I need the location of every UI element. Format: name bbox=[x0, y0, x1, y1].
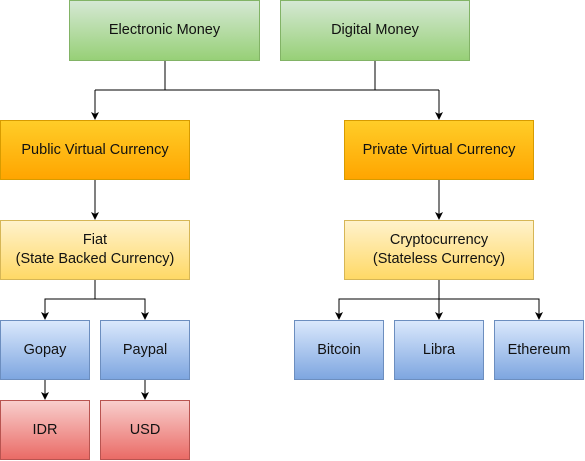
node-usd-label: USD bbox=[129, 421, 161, 438]
node-libra: Libra bbox=[394, 320, 484, 380]
node-ethereum: Ethereum bbox=[494, 320, 584, 380]
node-digital-money: Digital Money bbox=[280, 0, 470, 61]
node-gopay: Gopay bbox=[0, 320, 90, 380]
node-idr: IDR bbox=[0, 400, 90, 460]
node-ethereum-label: Ethereum bbox=[507, 341, 571, 358]
connector-fiat-bus bbox=[41, 280, 96, 320]
node-bitcoin: Bitcoin bbox=[294, 320, 384, 380]
node-fiat: Fiat (State Backed Currency) bbox=[0, 220, 190, 280]
node-electronic-money-label: Electronic Money bbox=[108, 22, 221, 38]
node-libra-label: Libra bbox=[422, 341, 456, 358]
node-cryptocurrency: Cryptocurrency (Stateless Currency) bbox=[344, 220, 534, 280]
node-gopay-label: Gopay bbox=[23, 341, 67, 358]
node-paypal: Paypal bbox=[100, 320, 190, 380]
node-digital-money-label: Digital Money bbox=[331, 22, 419, 38]
node-idr-label: IDR bbox=[32, 421, 58, 438]
node-cryptocurrency-subtitle: (Stateless Currency) bbox=[372, 251, 506, 267]
node-public-virtual-currency-label: Public Virtual Currency bbox=[21, 141, 169, 158]
connector-crypto-to-ethereum bbox=[439, 298, 543, 320]
node-private-virtual-currency: Private Virtual Currency bbox=[344, 120, 534, 180]
node-public-virtual-currency: Public Virtual Currency bbox=[0, 120, 190, 180]
node-cryptocurrency-title: Cryptocurrency bbox=[389, 232, 489, 248]
node-private-virtual-currency-label: Private Virtual Currency bbox=[362, 141, 516, 158]
node-fiat-subtitle: (State Backed Currency) bbox=[15, 251, 175, 267]
connector-crypto-bus bbox=[335, 280, 440, 320]
node-fiat-title: Fiat bbox=[82, 232, 108, 248]
node-paypal-label: Paypal bbox=[122, 341, 168, 358]
node-electronic-money: Electronic Money bbox=[69, 0, 260, 61]
node-bitcoin-label: Bitcoin bbox=[317, 341, 361, 358]
node-usd: USD bbox=[100, 400, 190, 460]
connector-fiat-to-paypal bbox=[95, 298, 149, 320]
